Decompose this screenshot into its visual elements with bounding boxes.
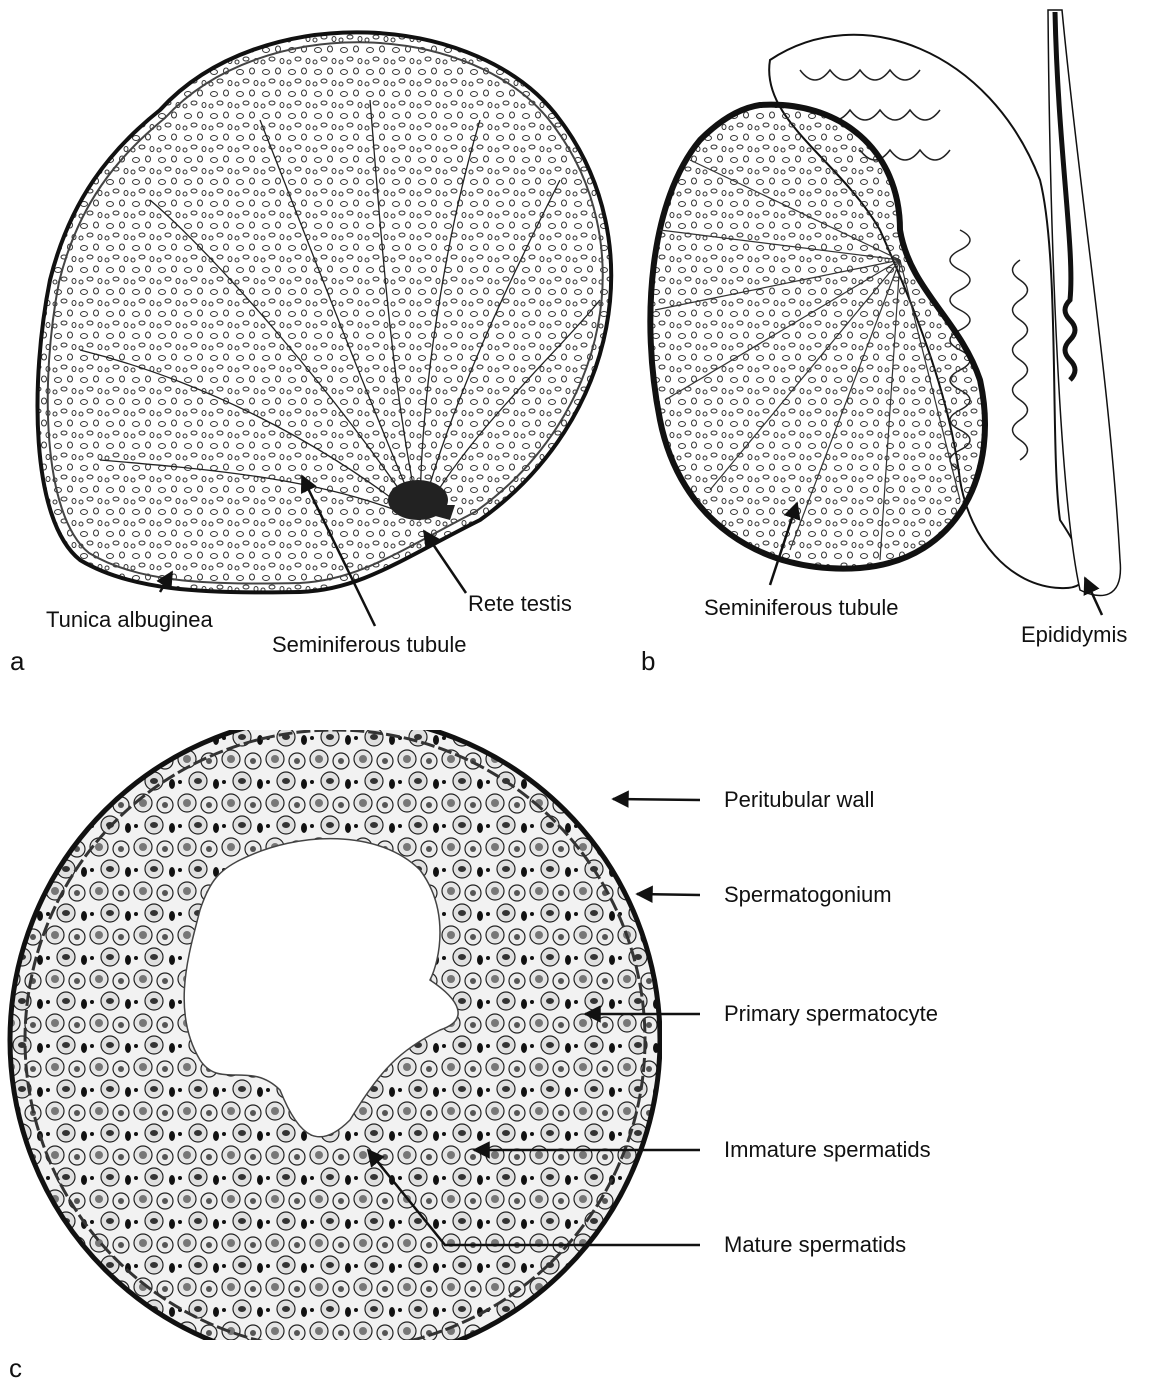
label-epididymis: Epididymis xyxy=(1021,624,1127,646)
label-mature-spermatids: Mature spermatids xyxy=(724,1234,906,1256)
panel-a-illustration xyxy=(38,32,612,592)
panel-c-illustration xyxy=(10,715,660,1365)
label-rete-testis: Rete testis xyxy=(468,593,572,615)
arrow-peritubular-wall xyxy=(613,799,700,800)
arrow-spermatogonium xyxy=(637,894,700,895)
label-immature-spermatids: Immature spermatids xyxy=(724,1139,931,1161)
panel-b-illustration xyxy=(650,10,1120,596)
label-tunica-albuginea: Tunica albuginea xyxy=(46,609,213,631)
label-seminiferous-tubule-b: Seminiferous tubule xyxy=(704,597,898,619)
label-peritubular-wall: Peritubular wall xyxy=(724,789,874,811)
testis-outline xyxy=(38,32,612,592)
label-spermatogonium: Spermatogonium xyxy=(724,884,892,906)
label-seminiferous-tubule-a: Seminiferous tubule xyxy=(272,634,466,656)
panel-letter-a: a xyxy=(10,648,24,674)
panel-letter-c: c xyxy=(9,1355,22,1381)
panel-letter-b: b xyxy=(641,648,655,674)
label-primary-spermatocyte: Primary spermatocyte xyxy=(724,1003,938,1025)
